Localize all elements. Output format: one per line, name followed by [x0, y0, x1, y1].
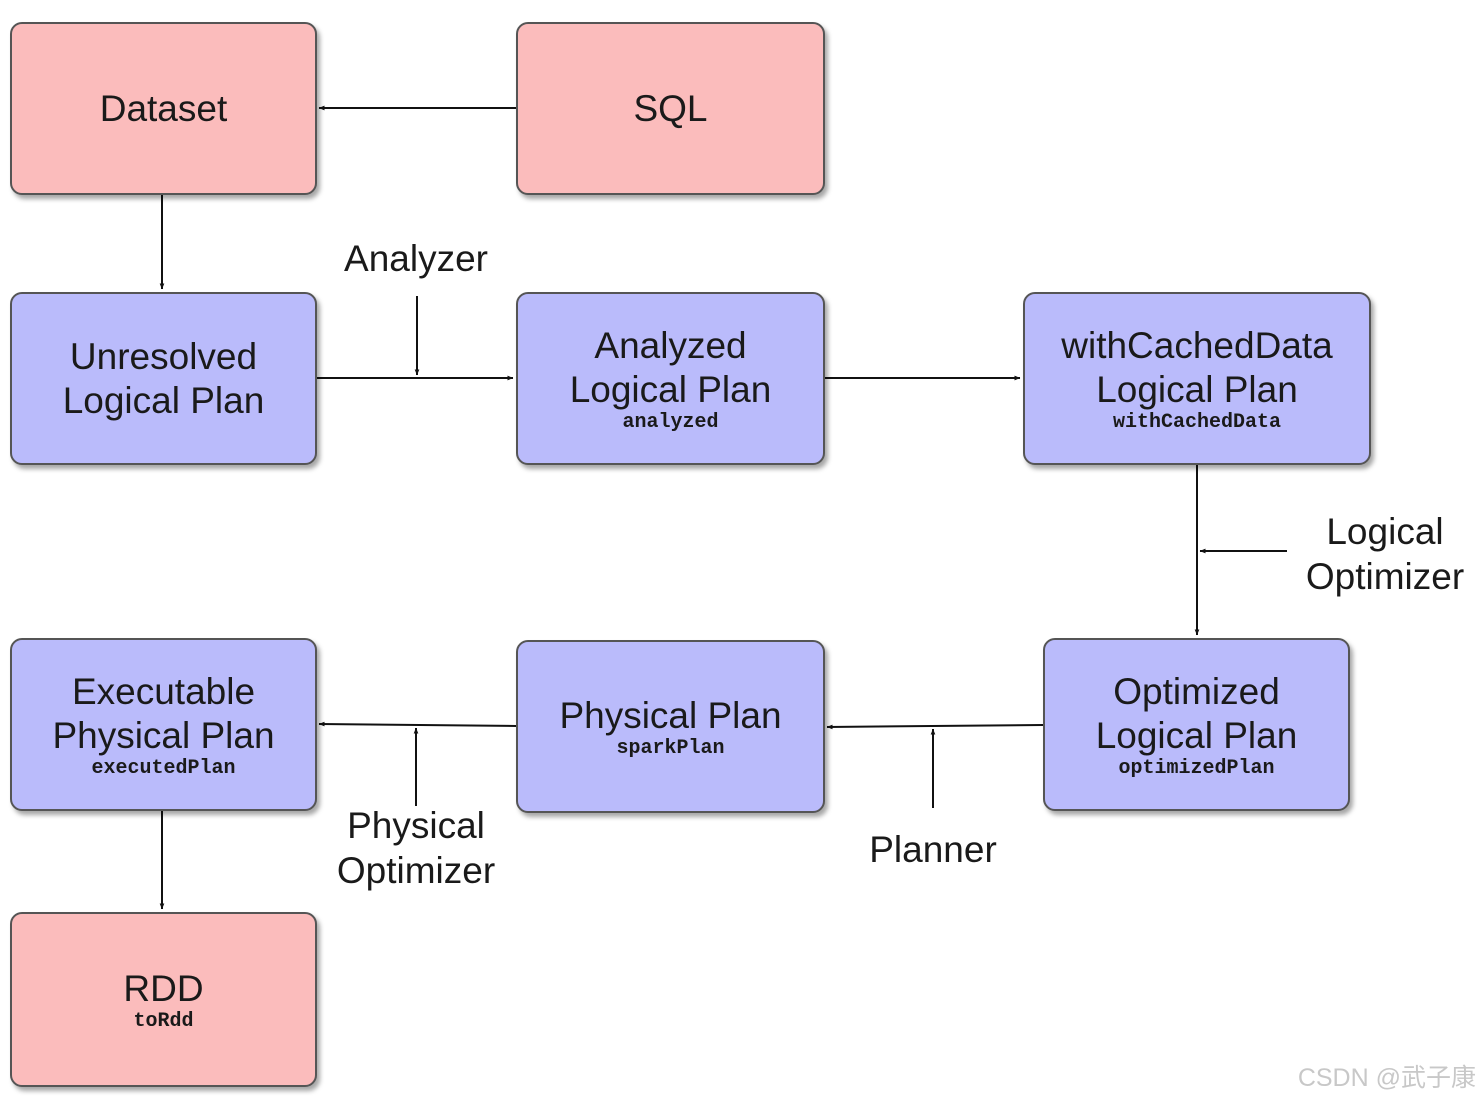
node-analyzed-code: analyzed	[622, 410, 719, 434]
node-executable-title: Executable Physical Plan	[52, 670, 275, 756]
node-sql: SQL	[516, 22, 825, 195]
label-analyzer: Analyzer	[344, 238, 488, 279]
label-logical-optimizer: Logical Optimizer	[1305, 511, 1465, 597]
node-sql-title: SQL	[633, 87, 708, 129]
label-physical-optimizer: Physical Optimizer	[336, 805, 496, 891]
watermark: CSDN @武子康	[1297, 1064, 1476, 1092]
node-physical-title: Physical Plan	[559, 694, 782, 736]
node-rdd: RDD toRdd	[10, 912, 317, 1087]
node-rdd-code: toRdd	[133, 1009, 194, 1033]
node-rdd-title: RDD	[123, 967, 204, 1009]
node-unresolved-title: Unresolved Logical Plan	[62, 335, 265, 421]
node-cached-code: withCachedData	[1112, 410, 1282, 434]
node-optimized-title: Optimized Logical Plan	[1095, 670, 1298, 756]
node-executable-code: executedPlan	[91, 756, 236, 780]
edge-physical-to-executable	[318, 721, 517, 727]
node-optimized-code: optimizedPlan	[1118, 756, 1275, 780]
node-with-cached-data-logical-plan: withCachedData Logical Plan withCachedDa…	[1023, 292, 1371, 465]
node-cached-title: withCachedData Logical Plan	[1061, 324, 1333, 410]
edge-optimized-to-physical	[826, 724, 1044, 730]
node-unresolved-logical-plan: Unresolved Logical Plan	[10, 292, 317, 465]
node-dataset-title: Dataset	[99, 87, 228, 129]
node-executable-physical-plan: Executable Physical Plan executedPlan	[10, 638, 317, 811]
node-analyzed-title: Analyzed Logical Plan	[569, 324, 772, 410]
label-planner: Planner	[869, 829, 997, 870]
node-dataset: Dataset	[10, 22, 317, 195]
node-optimized-logical-plan: Optimized Logical Plan optimizedPlan	[1043, 638, 1350, 811]
node-analyzed-logical-plan: Analyzed Logical Plan analyzed	[516, 292, 825, 465]
node-physical-code: sparkPlan	[616, 736, 725, 760]
node-physical-plan: Physical Plan sparkPlan	[516, 640, 825, 813]
